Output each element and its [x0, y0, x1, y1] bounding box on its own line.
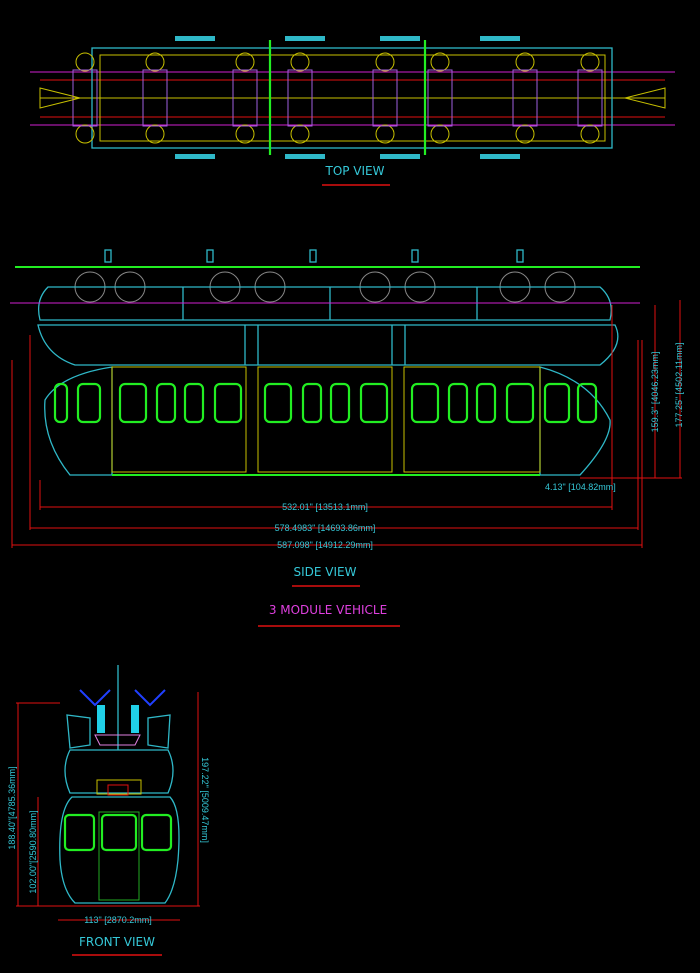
window	[576, 382, 598, 424]
window	[213, 382, 243, 424]
top-view: TOP VIEW	[30, 36, 675, 186]
wheel-icon	[75, 124, 95, 144]
wheel-icon	[580, 52, 600, 72]
wheel-icon	[235, 124, 255, 144]
window	[118, 382, 148, 424]
window	[543, 382, 571, 424]
wheel-icon	[235, 52, 255, 72]
wheel-icon	[145, 124, 165, 144]
side-view-subtitle: 3 MODULE VEHICLE	[269, 603, 387, 617]
window	[53, 382, 69, 424]
dim-length-overall: 587.098" [14912.29mm]	[277, 540, 373, 550]
dim-length-mid: 578.4983" [14693.86mm]	[275, 523, 376, 533]
dim-gap: 4.13" [104.82mm]	[545, 482, 616, 492]
top-view-title: TOP VIEW	[324, 164, 384, 178]
window	[76, 382, 102, 424]
dim-height-overall: 177.25" [4502.11mm]	[674, 342, 684, 427]
dim-length-body: 532.01" [13513.1mm]	[282, 502, 368, 512]
window	[155, 382, 177, 424]
hanger-icon	[104, 249, 112, 263]
wheel-icon	[375, 124, 395, 144]
dim-height-body: 159.3" [4046.23mm]	[650, 352, 660, 433]
hanger-icon	[411, 249, 419, 263]
wheel-icon	[430, 52, 450, 72]
wheel-icon	[145, 52, 165, 72]
window	[505, 382, 535, 424]
dim-front-height-cabin: 102.00"[2590.80mm]	[28, 810, 38, 893]
wheel-icon	[375, 52, 395, 72]
hanger-icon	[309, 249, 317, 263]
front-view: 188.40"[4785.36mm] 102.00"[2590.80mm] 19…	[7, 665, 210, 956]
wheel-icon	[430, 124, 450, 144]
window	[447, 382, 469, 424]
wheel-icon	[580, 124, 600, 144]
dim-front-width: 113" [2870.2mm]	[84, 915, 152, 925]
wheel-icon	[290, 52, 310, 72]
window	[410, 382, 440, 424]
window	[359, 382, 389, 424]
dim-front-height-right: 197.22" [5009.47mm]	[200, 757, 210, 843]
hanger-icon	[206, 249, 214, 263]
wheel-icon	[515, 124, 535, 144]
dim-front-height-total: 188.40"[4785.36mm]	[7, 766, 17, 849]
window	[475, 382, 497, 424]
window	[263, 382, 293, 424]
wheel-icon	[290, 124, 310, 144]
wheel-icon	[75, 52, 95, 72]
window	[183, 382, 205, 424]
front-view-title: FRONT VIEW	[79, 935, 155, 949]
side-view: 532.01" [13513.1mm] 578.4983" [14693.86m…	[10, 249, 684, 627]
hanger-icon	[516, 249, 524, 263]
window	[329, 382, 351, 424]
window	[301, 382, 323, 424]
wheel-icon	[515, 52, 535, 72]
side-view-title: SIDE VIEW	[294, 565, 357, 579]
